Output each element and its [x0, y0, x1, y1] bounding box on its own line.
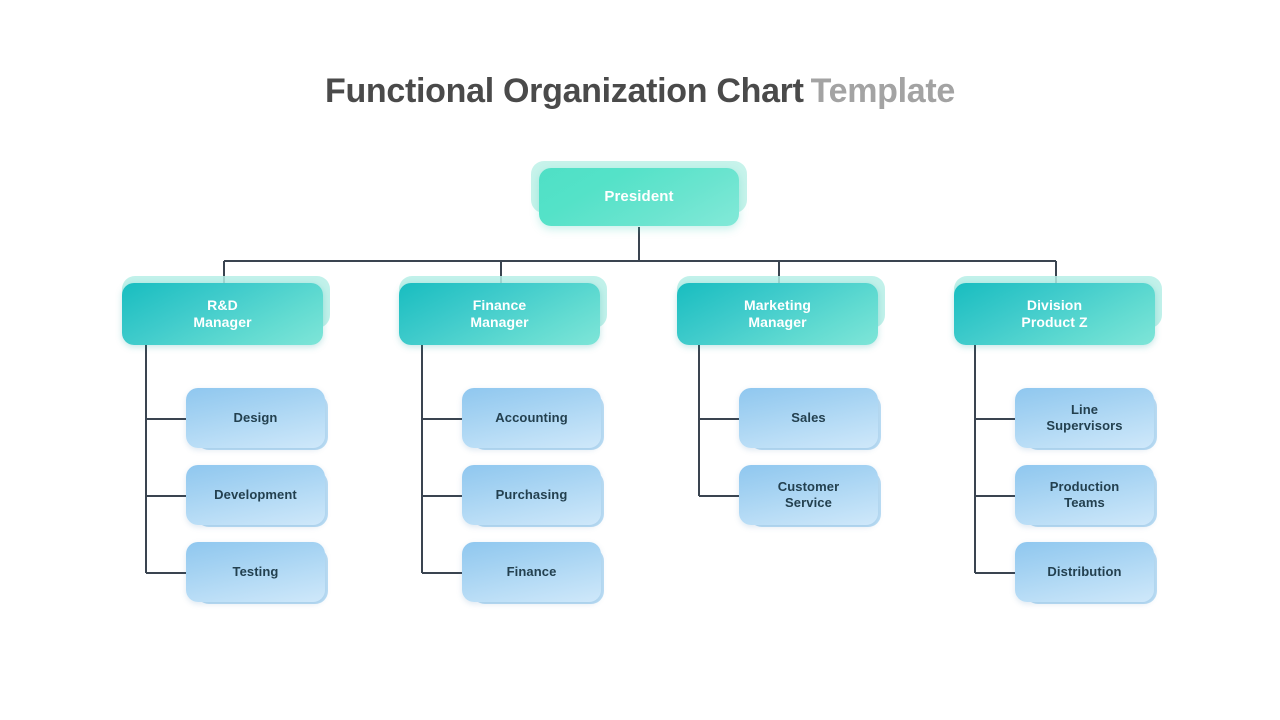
node-testing[interactable]: Testing [186, 542, 325, 602]
node-accounting[interactable]: Accounting [462, 388, 601, 448]
node-finance-manager[interactable]: Finance Manager [399, 283, 600, 345]
node-rd-manager[interactable]: R&D Manager [122, 283, 323, 345]
node-division-product-z[interactable]: Division Product Z [954, 283, 1155, 345]
node-development[interactable]: Development [186, 465, 325, 525]
node-distribution[interactable]: Distribution [1015, 542, 1154, 602]
node-marketing-manager[interactable]: Marketing Manager [677, 283, 878, 345]
page-title-main: Functional Organization Chart [325, 72, 804, 110]
node-production-teams[interactable]: Production Teams [1015, 465, 1154, 525]
node-line-supervisors[interactable]: Line Supervisors [1015, 388, 1154, 448]
node-sales[interactable]: Sales [739, 388, 878, 448]
node-president[interactable]: President [539, 168, 739, 226]
node-customer-service[interactable]: Customer Service [739, 465, 878, 525]
node-design[interactable]: Design [186, 388, 325, 448]
node-finance[interactable]: Finance [462, 542, 601, 602]
node-purchasing[interactable]: Purchasing [462, 465, 601, 525]
page-title-accent: Template [810, 72, 956, 110]
